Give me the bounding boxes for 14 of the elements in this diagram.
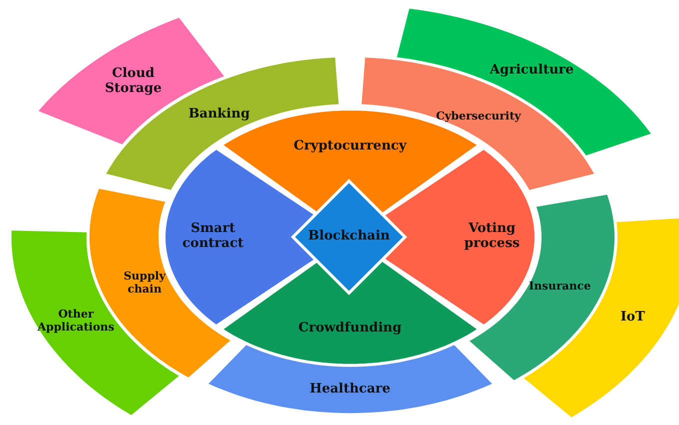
segment-label: Smart contract	[181, 222, 245, 252]
segment-label: Insurance	[528, 280, 592, 294]
segment-label: Voting process	[463, 222, 521, 252]
segment-label: Cybersecurity	[434, 110, 522, 124]
segment-label: Cryptocurrency	[292, 140, 408, 155]
segment-label: Cloud Storage	[104, 67, 163, 98]
segment-label: Healthcare	[308, 382, 392, 398]
segment-label: Crowdfunding	[297, 321, 403, 336]
segment-label: Other Applications	[36, 308, 116, 334]
segment-label: Agriculture	[488, 63, 575, 78]
segment-label: Supply chain	[122, 270, 167, 296]
segment-label: Blockchain	[307, 230, 391, 244]
segment-label: IoT	[619, 310, 646, 326]
segment-label: Banking	[187, 107, 251, 122]
